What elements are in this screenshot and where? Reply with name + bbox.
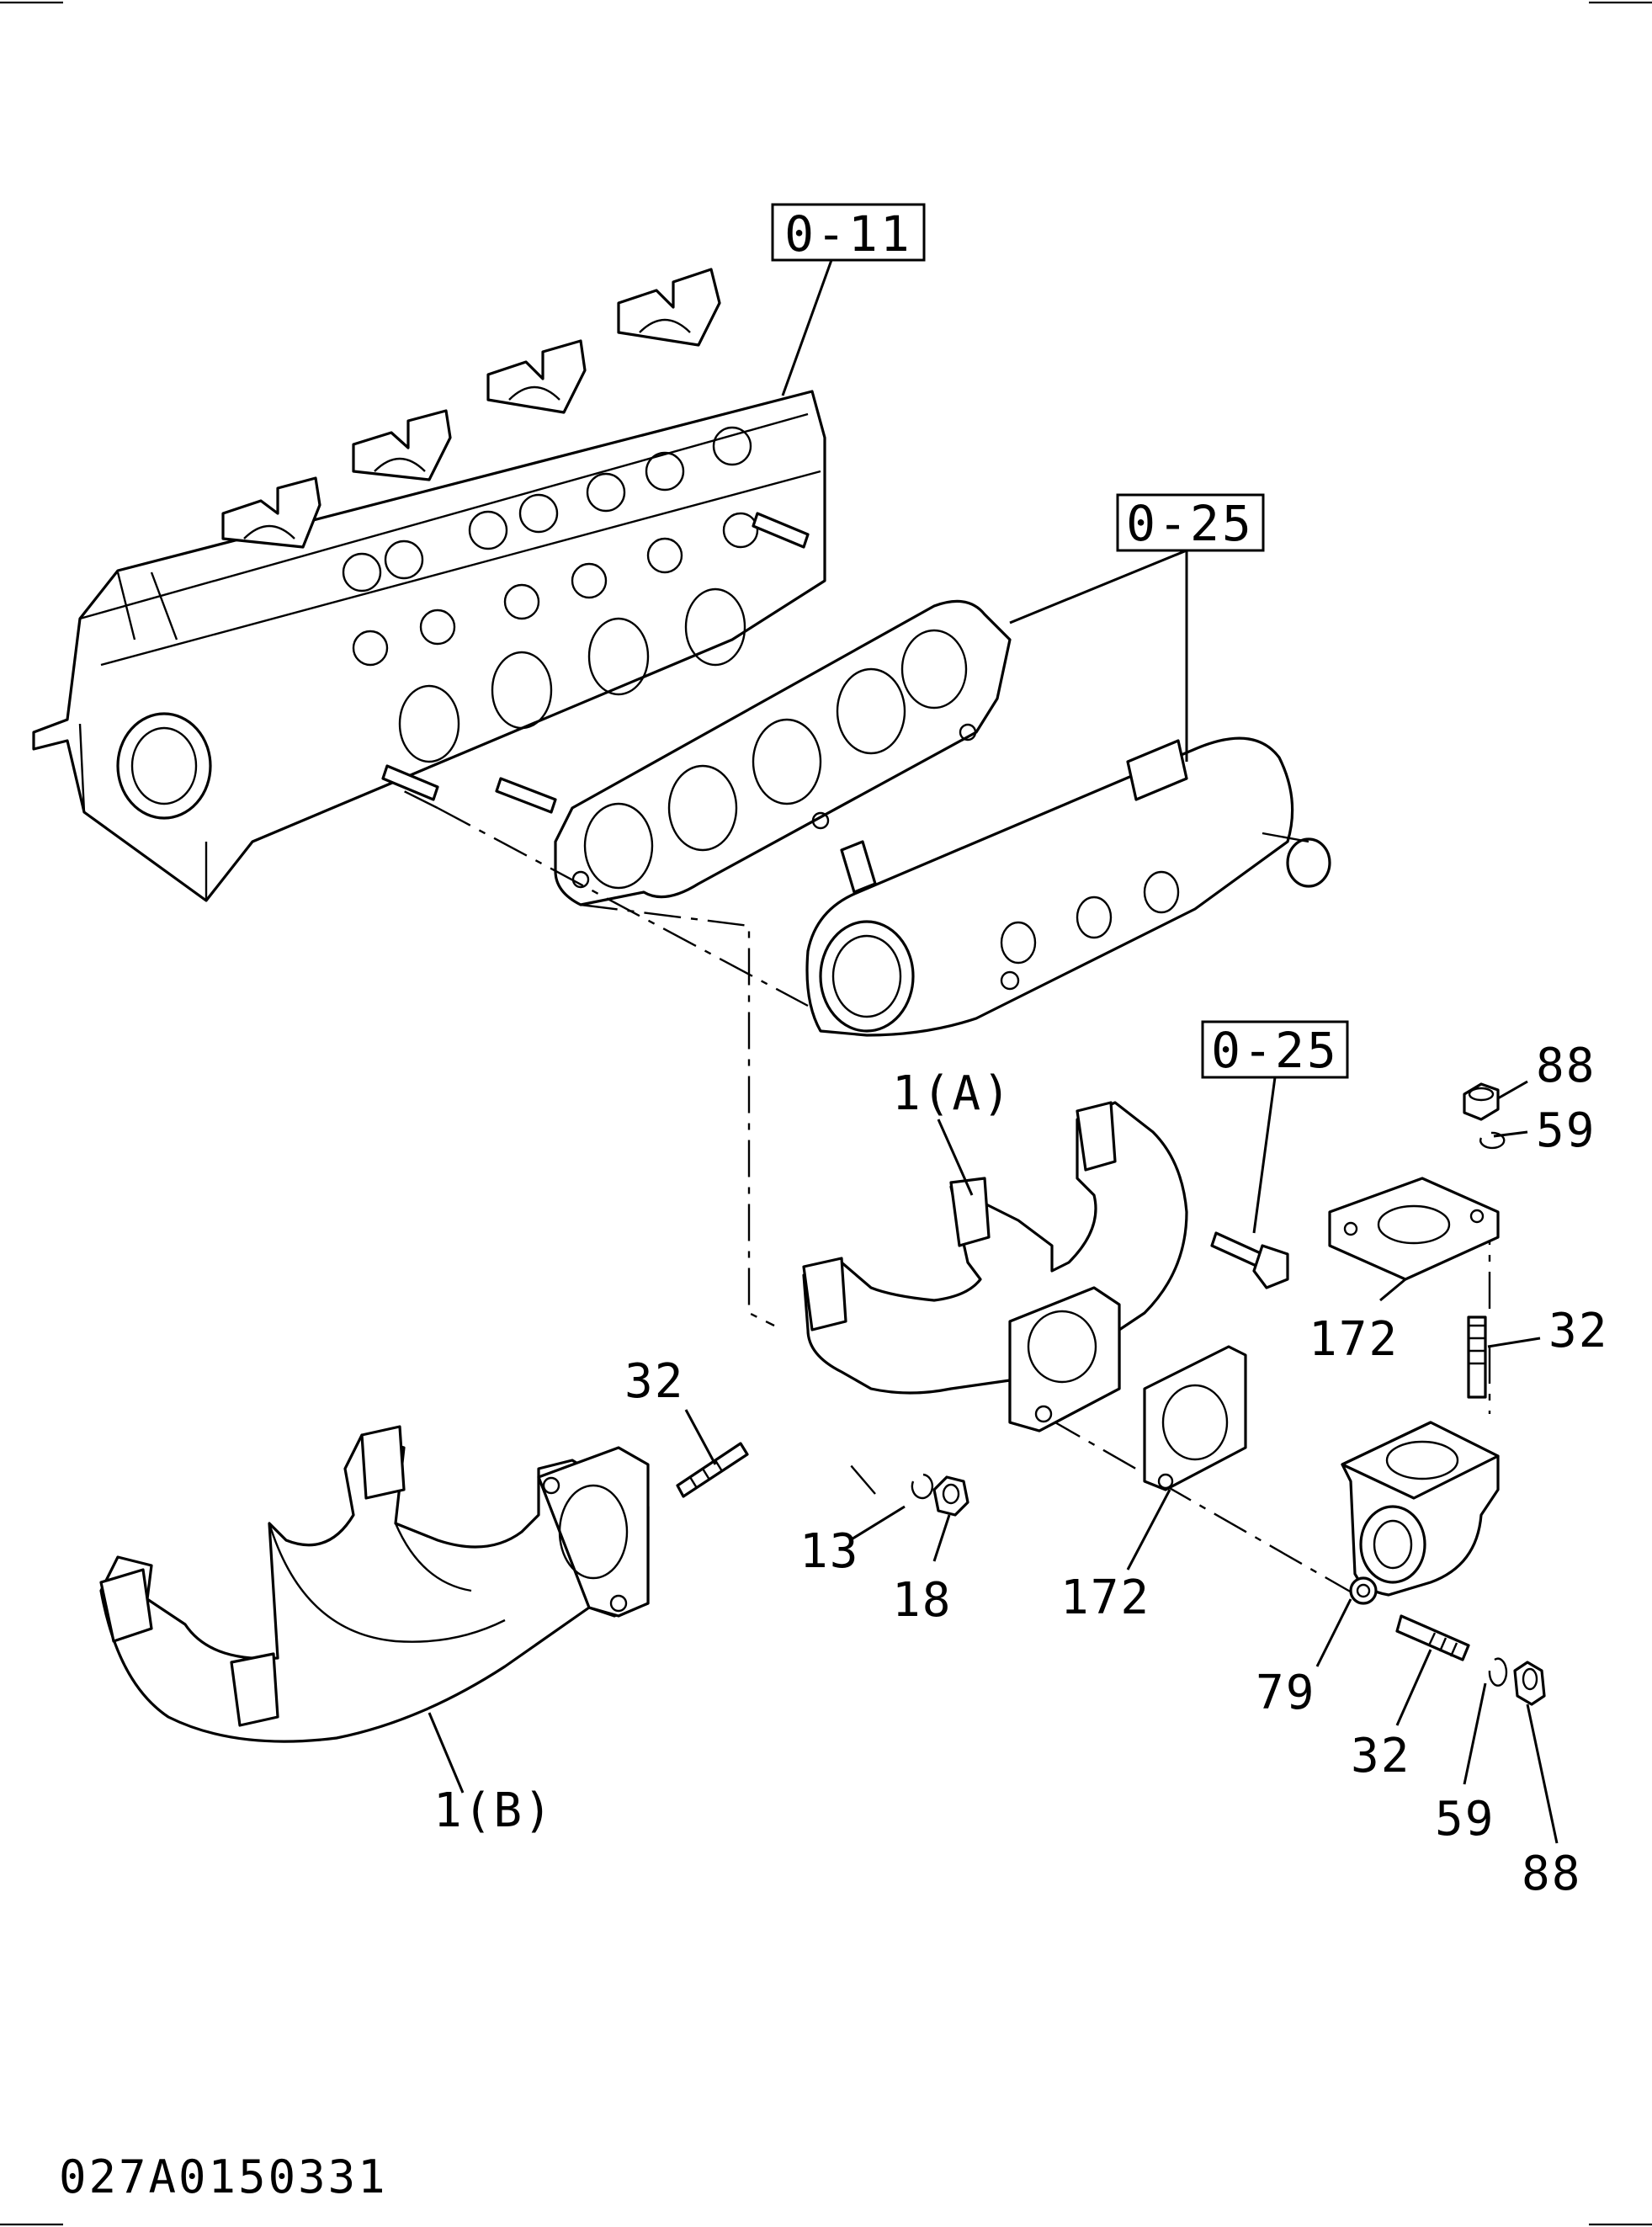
ref-head-text: 0-11: [784, 205, 912, 263]
nut-88-top-drawing: [1463, 1082, 1500, 1121]
intake-manifold-drawing: [805, 736, 1331, 1037]
label-manifold-a: 1(A): [892, 1066, 1012, 1121]
ref-manifold-top-text: 0-25: [1126, 495, 1254, 552]
label-stud-32-left: 32: [624, 1354, 684, 1409]
label-stud-32-right: 32: [1548, 1304, 1608, 1358]
label-washer-59-bottom: 59: [1435, 1792, 1495, 1847]
label-nut-88-bottom: 88: [1522, 1847, 1581, 1901]
gasket-172-right-drawing: [1328, 1177, 1500, 1281]
nut-18-drawing: [932, 1475, 969, 1517]
ref-box-bolt[interactable]: 0-25: [1201, 1020, 1349, 1079]
washer-13-drawing: [911, 1473, 934, 1500]
label-gasket-172-mid: 172: [1060, 1571, 1150, 1625]
label-nut-88-top: 88: [1536, 1039, 1596, 1093]
ref-bolt-text: 0-25: [1211, 1022, 1339, 1079]
bolt-drawing: [1210, 1231, 1289, 1289]
nut-88-bottom-drawing: [1513, 1661, 1546, 1706]
part-labels: 1(A) 88 59 172 32 32 13 18 172 79 32 59 …: [433, 1039, 1608, 1901]
stud-32-right-drawing: [1467, 1315, 1487, 1399]
stud-32-bottom-drawing: [1395, 1614, 1470, 1661]
elbow-79-drawing: [1341, 1421, 1500, 1605]
label-gasket-172-right: 172: [1309, 1312, 1399, 1367]
exhaust-manifold-a-drawing: [802, 1101, 1188, 1432]
label-washer-13: 13: [799, 1524, 859, 1579]
ref-box-manifold-top[interactable]: 0-25: [1116, 493, 1265, 552]
label-washer-59-top: 59: [1536, 1103, 1596, 1158]
label-manifold-b: 1(B): [433, 1783, 554, 1838]
manifold-gasket-drawing: [554, 599, 1012, 906]
label-stud-32-bottom: 32: [1351, 1729, 1410, 1783]
washer-59-bottom-drawing: [1488, 1657, 1508, 1687]
stud-32-left-drawing: [676, 1442, 749, 1498]
drawing-code: 027A0150331: [59, 2150, 388, 2203]
ref-box-head[interactable]: 0-11: [771, 203, 926, 263]
label-nut-18: 18: [892, 1573, 952, 1628]
exhaust-manifold-b-drawing: [99, 1425, 650, 1743]
gasket-172-mid-drawing: [1143, 1345, 1247, 1491]
label-elbow-79: 79: [1256, 1666, 1315, 1720]
cylinder-head-drawing: [32, 268, 826, 902]
leader-lines: [428, 259, 1559, 1844]
